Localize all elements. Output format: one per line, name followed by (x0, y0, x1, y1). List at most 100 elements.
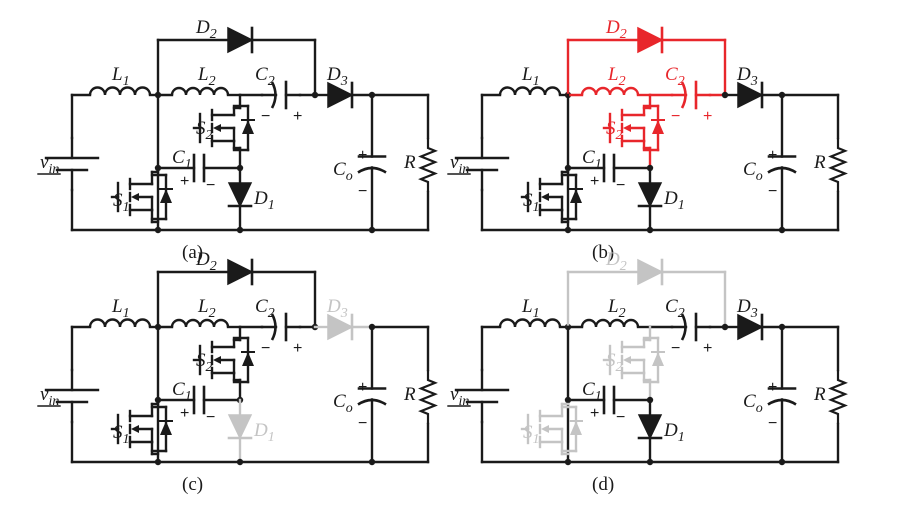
diode-D1 (227, 182, 253, 208)
S2-label: S2 (606, 118, 623, 143)
capacitor-Co (357, 325, 387, 464)
diode-D2 (227, 258, 254, 286)
inductor-L2 (580, 86, 640, 96)
resistor-R (828, 138, 848, 192)
junction-dot (778, 458, 786, 466)
body-diode (570, 189, 582, 203)
S1-label: S1 (523, 422, 540, 447)
junction-dot (564, 396, 572, 404)
vin-label: vin (40, 152, 59, 177)
vin-source (44, 368, 100, 424)
capacitor-Co (767, 93, 797, 232)
diode-D1 (227, 414, 253, 440)
junction-dot (154, 226, 162, 234)
D2-label: D2 (195, 17, 217, 42)
inductor-L1 (88, 86, 152, 96)
S2-label: S2 (196, 350, 213, 375)
junction-dot (236, 226, 244, 234)
diode-D1 (637, 414, 663, 440)
D1-label: D1 (253, 188, 275, 213)
C2-minus: − (671, 108, 680, 125)
C1-minus: − (616, 409, 625, 426)
D2-label: D2 (605, 17, 627, 42)
mosfet-S1 (110, 402, 173, 456)
junction-dot (154, 396, 162, 404)
resistor-R (418, 138, 438, 192)
diode-D2 (637, 26, 664, 54)
R-label: R (403, 384, 416, 405)
body-diode (652, 352, 664, 366)
body-diode (242, 352, 254, 366)
vin-label: vin (40, 384, 59, 409)
Co-minus: − (768, 183, 777, 200)
C2-plus: + (703, 340, 712, 357)
Co-minus: − (358, 183, 367, 200)
S2-label: S2 (196, 118, 213, 143)
junction-dot (646, 226, 654, 234)
junction-dot (646, 458, 654, 466)
R-label: R (813, 152, 826, 173)
diode-D2 (637, 258, 664, 286)
mosfet-S1 (110, 170, 173, 224)
L1-label: L1 (111, 296, 130, 321)
S1-label: S1 (113, 422, 130, 447)
Co-label: Co (743, 391, 763, 416)
C2-minus: − (261, 340, 270, 357)
L2-label: L2 (607, 64, 626, 89)
inductor-L2 (580, 318, 640, 328)
junction-dot (368, 226, 376, 234)
panel-caption: (b) (592, 242, 614, 263)
Co-minus: − (768, 415, 777, 432)
D1-label: D1 (663, 420, 685, 445)
C1-plus: + (180, 405, 189, 422)
D3-label: D3 (326, 64, 348, 89)
D3-label: D3 (736, 296, 758, 321)
vin-label: vin (450, 384, 469, 409)
C1-minus: − (616, 177, 625, 194)
vin-source (44, 136, 100, 192)
C2-label: C2 (665, 296, 685, 321)
capacitor-Co (357, 93, 387, 232)
panel-caption: (d) (592, 474, 614, 495)
C2-minus: − (261, 108, 270, 125)
resistor-R (828, 370, 848, 424)
inductor-L1 (88, 318, 152, 328)
junction-dot (154, 164, 162, 172)
capacitor-C1 (566, 153, 652, 183)
C1-label: C1 (172, 379, 192, 404)
L1-label: L1 (111, 64, 130, 89)
capacitor-C2 (260, 312, 302, 342)
junction-dot (778, 226, 786, 234)
D1-label: D1 (663, 188, 685, 213)
junction-dot (368, 458, 376, 466)
capacitor-C2 (260, 80, 302, 110)
L1-label: L1 (521, 296, 540, 321)
L1-label: L1 (521, 64, 540, 89)
C2-plus: + (293, 340, 302, 357)
D3-label: D3 (326, 296, 348, 321)
mosfet-S2 (602, 336, 665, 384)
mosfet-S2 (602, 104, 665, 152)
Co-label: Co (743, 159, 763, 184)
C2-label: C2 (255, 64, 275, 89)
junction-dot (564, 164, 572, 172)
L2-label: L2 (607, 296, 626, 321)
mosfet-S1 (520, 402, 583, 456)
C2-label: C2 (665, 64, 685, 89)
mosfet-S2 (192, 104, 255, 152)
inductor-L2 (170, 86, 230, 96)
vin-label: vin (450, 152, 469, 177)
C2-plus: + (293, 108, 302, 125)
Co-minus: − (358, 415, 367, 432)
body-diode (160, 421, 172, 435)
body-diode (242, 120, 254, 134)
C2-plus: + (703, 108, 712, 125)
C1-plus: + (180, 173, 189, 190)
C2-minus: − (671, 340, 680, 357)
C1-plus: + (590, 173, 599, 190)
